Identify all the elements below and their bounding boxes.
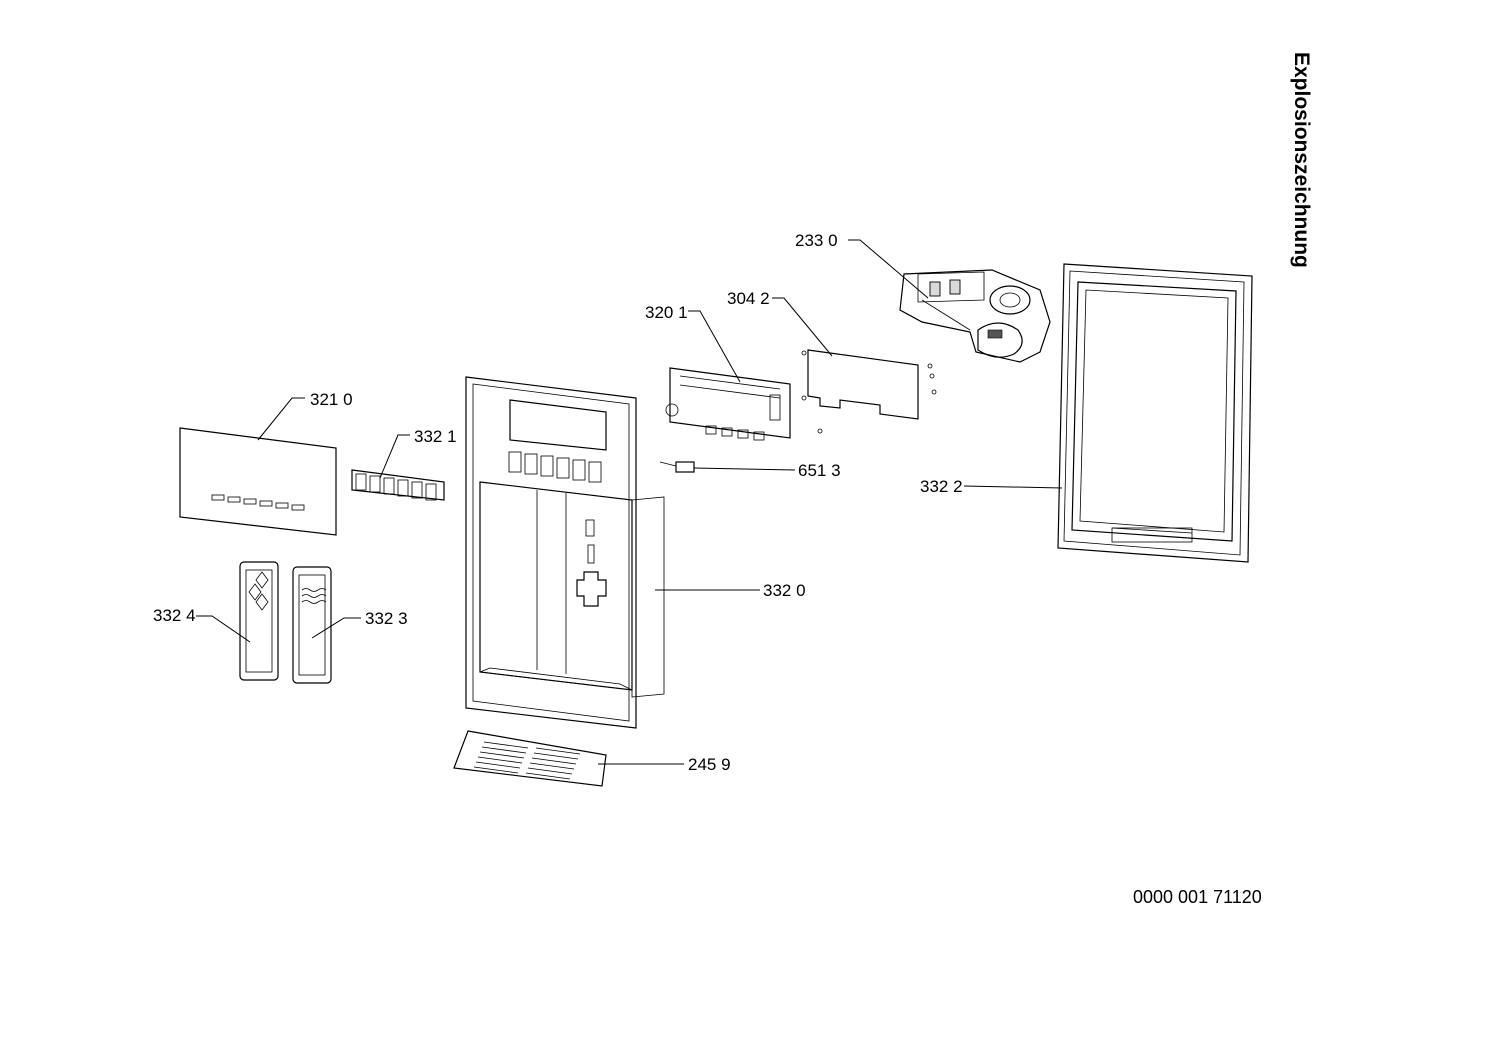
callout-6513: 651 3 [798, 461, 841, 480]
grille-slot [477, 756, 523, 764]
callout-3201: 320 1 [645, 303, 688, 322]
part-cover-waves [292, 566, 332, 684]
grille-slot [525, 772, 571, 780]
part-cover-diamonds [239, 561, 279, 681]
callout-labels: 233 0 304 2 320 1 321 0 332 1 651 3 332 … [153, 231, 963, 774]
leader-lines [196, 239, 1063, 765]
drawing-title: Explosionszeichnung [1290, 52, 1313, 268]
part-drip-grille [453, 730, 607, 787]
callout-3324: 332 4 [153, 606, 196, 625]
callout-3042: 304 2 [727, 289, 770, 308]
part-button-strip [351, 469, 445, 501]
callout-3322: 332 2 [920, 477, 963, 496]
callout-3321: 332 1 [414, 427, 457, 446]
grille-slot [483, 741, 529, 749]
callout-2459: 245 9 [688, 755, 731, 774]
part-front-panel-plate [179, 427, 337, 536]
part-control-pcb [665, 367, 791, 441]
callout-2330: 233 0 [795, 231, 838, 250]
grille-slot [473, 766, 519, 774]
part-motor-unit [899, 269, 1051, 363]
grille-slot [533, 752, 579, 760]
callout-3210: 321 0 [310, 390, 353, 409]
callout-3323: 332 3 [365, 609, 408, 628]
grille-slot [475, 761, 521, 769]
grille-slot [529, 762, 575, 770]
grille-slot [479, 751, 525, 759]
grille-slot [527, 767, 573, 775]
grille-slot [531, 757, 577, 765]
part-dispenser-housing [465, 376, 665, 729]
part-cover-plate [801, 349, 937, 434]
part-frame-gasket [1057, 263, 1253, 563]
grille-slot [535, 747, 581, 755]
callout-3320: 332 0 [763, 581, 806, 600]
document-number: 0000 001 71120 [1133, 887, 1262, 907]
part-connector-cable [659, 461, 695, 473]
grille-slot [481, 746, 527, 754]
